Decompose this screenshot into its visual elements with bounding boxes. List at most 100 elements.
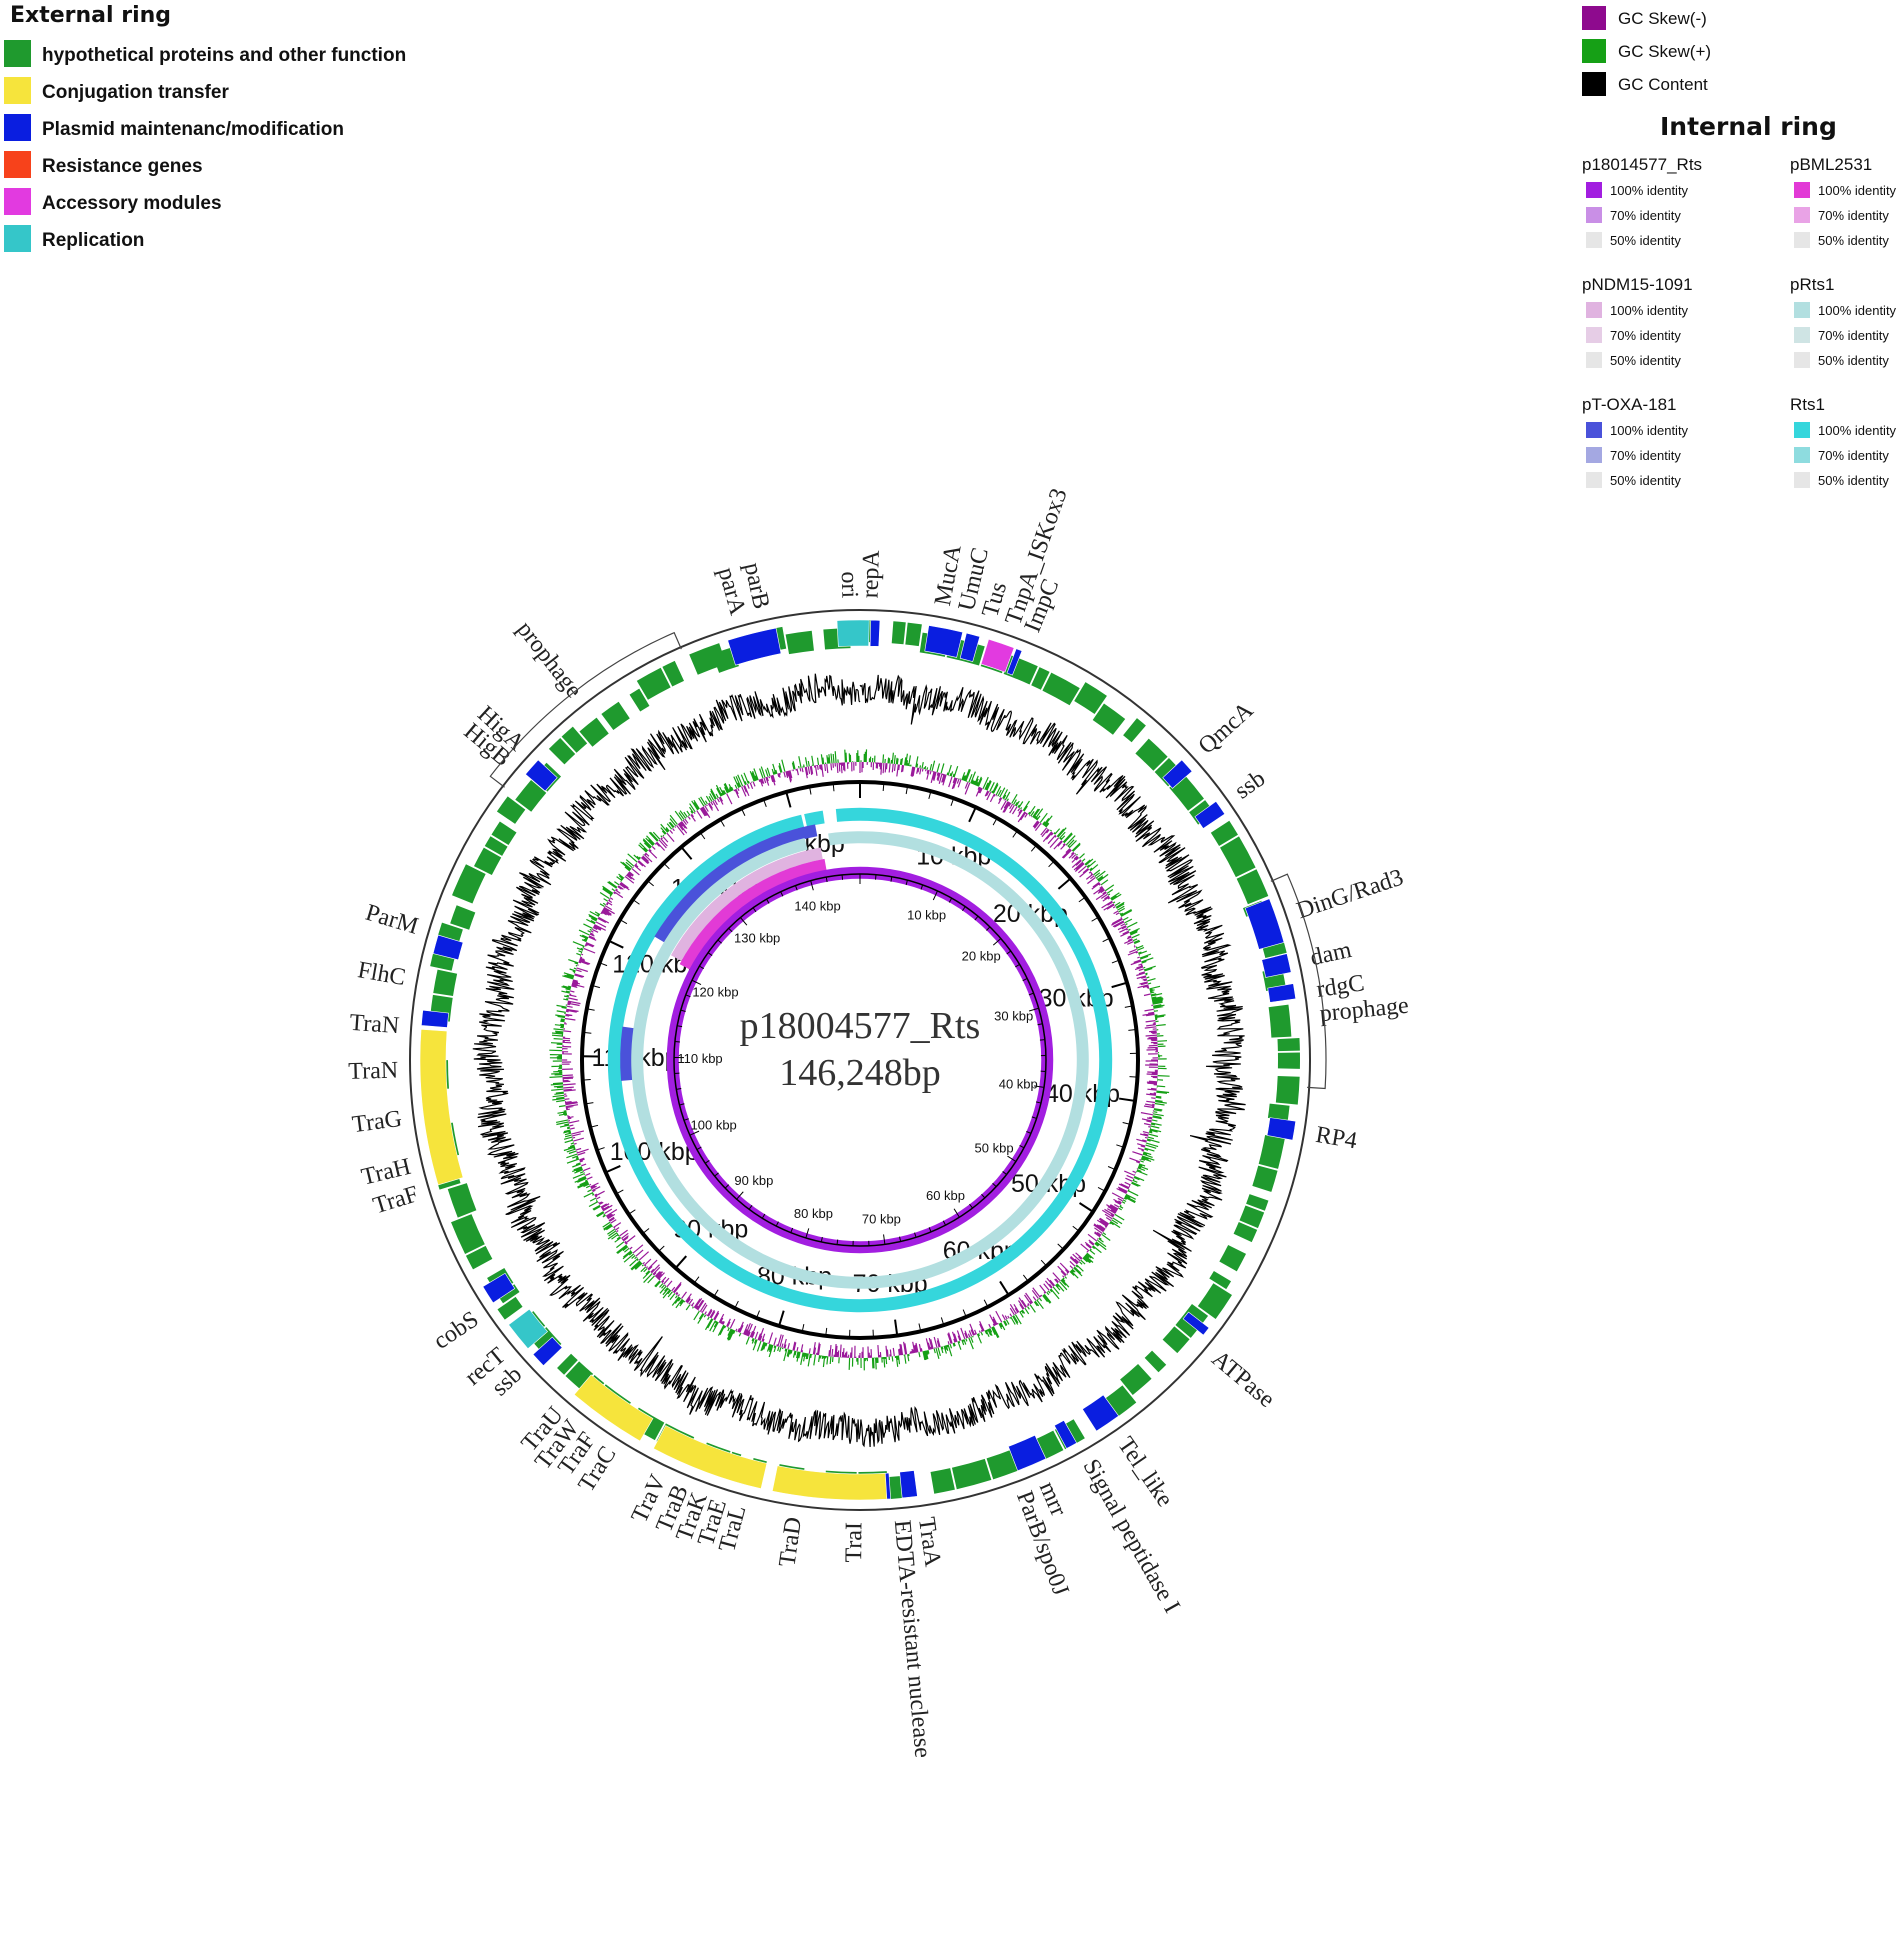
inner-scale-tick [679,1103,685,1106]
inner-scale-tick [1015,963,1020,968]
gene-label: repA [858,549,885,598]
scale-tick [647,880,654,887]
gene-feature [532,1336,563,1367]
gene-block [1233,1222,1258,1243]
inner-scale-tick [748,1204,753,1210]
identity-label: 70% identity [1610,448,1681,463]
inner-scale-tick [1007,1155,1017,1162]
inner-scale-tick [1034,1085,1045,1088]
scale-tick [608,939,624,949]
inner-scale-tick [1031,1116,1037,1119]
gene-block [548,737,576,765]
inner-scale-tick [810,880,814,891]
gene-feature [1194,800,1226,829]
gene-feature [1261,953,1292,978]
scale-tick [1022,1274,1029,1282]
gene-block [473,847,502,876]
gene-block [1162,1326,1190,1354]
identity-group-name: pT-OXA-181 [1582,395,1677,414]
gene-block [951,1458,992,1490]
gene-block [1252,1165,1278,1192]
inner-kbp-label: 70 kbp [862,1212,901,1227]
gene-block [1197,1283,1232,1320]
gene-feature [771,1465,888,1501]
identity-group-name: p18014577_Rts [1582,155,1702,174]
inner-scale-tick [974,915,979,921]
gene-block [496,796,526,824]
inner-kbp-label: 80 kbp [794,1206,833,1221]
gene-block [1277,1038,1300,1052]
gene-block [1123,718,1146,743]
scale-tick [1124,1005,1133,1008]
scale-tick [1111,959,1120,964]
inner-scale-tick [794,885,798,891]
scale-tick [1097,1186,1106,1192]
gene-label: ori [836,571,863,599]
identity-swatch [1794,352,1810,368]
identity-swatch [1794,472,1810,488]
scale-tick [628,1209,636,1215]
scale-tick [632,899,640,905]
scale-tick [1030,844,1037,852]
inner-scale-tick [740,917,748,926]
gene-block [905,622,922,647]
gene-label: DinG/Rad3 [1294,865,1407,925]
gene-feature [653,1425,768,1490]
gene-block [629,688,650,712]
gene-feature [419,1028,464,1186]
inner-kbp-label: 100 kbp [691,1118,737,1133]
legend-label: Conjugation transfer [42,82,229,103]
identity-swatch [1794,302,1810,318]
inner-scale-tick [1028,992,1034,996]
gene-label: ParM [363,900,422,940]
outer-gene-ring [419,619,1300,1501]
scale-tick [674,1255,687,1269]
scale-tick [741,808,746,816]
scale-tick [1072,1225,1080,1232]
gene-label: Signal peptidase I [1077,1455,1184,1617]
identity-segment [620,1026,635,1081]
gene-feature [899,1470,918,1499]
gene-block [662,660,685,687]
identity-label: 50% identity [1610,473,1681,488]
identity-swatch [1586,207,1602,223]
gene-block [452,864,486,904]
inner-scale-tick [825,876,828,883]
inner-scale-tick [942,1220,946,1226]
scale-tick [882,782,885,792]
inner-scale-tick [724,1184,730,1189]
scale-tick [590,1124,599,1128]
gene-label: cobS [429,1306,483,1354]
gene-label: dam [1308,937,1354,971]
legend-label: Accessory modules [42,193,222,214]
outer-ring-line [409,609,1311,1511]
scale-tick [585,1102,594,1105]
bracket [1270,873,1327,1090]
inner-scale-tick [1035,1101,1042,1104]
scale-tick [616,1189,624,1195]
gene-feature [959,632,981,663]
inner-kbp-label: 20 kbp [962,949,1001,964]
identity-label: 50% identity [1818,353,1889,368]
inner-scale-tick [953,1208,960,1218]
inner-scale-tick [920,884,924,890]
gene-feature [869,619,881,647]
identity-label: 100% identity [1818,423,1897,438]
gene-feature [1182,1311,1210,1336]
scale-tick [832,783,835,792]
scale-tick [1040,1259,1047,1267]
inner-scale-tick [780,891,784,897]
inner-scale-tick [805,1228,810,1239]
inner-kbp-label: 140 kbp [794,899,840,914]
gene-block [1210,820,1238,847]
inner-scale-tick [986,926,991,931]
gene-block [1209,1270,1232,1290]
gc-skew-positive [549,749,1170,1371]
inner-scale-tick [714,1172,719,1177]
inner-scale-tick [969,1203,973,1209]
gene-block [561,726,588,753]
identity-swatch [1794,182,1810,198]
legend-swatch [4,77,31,104]
